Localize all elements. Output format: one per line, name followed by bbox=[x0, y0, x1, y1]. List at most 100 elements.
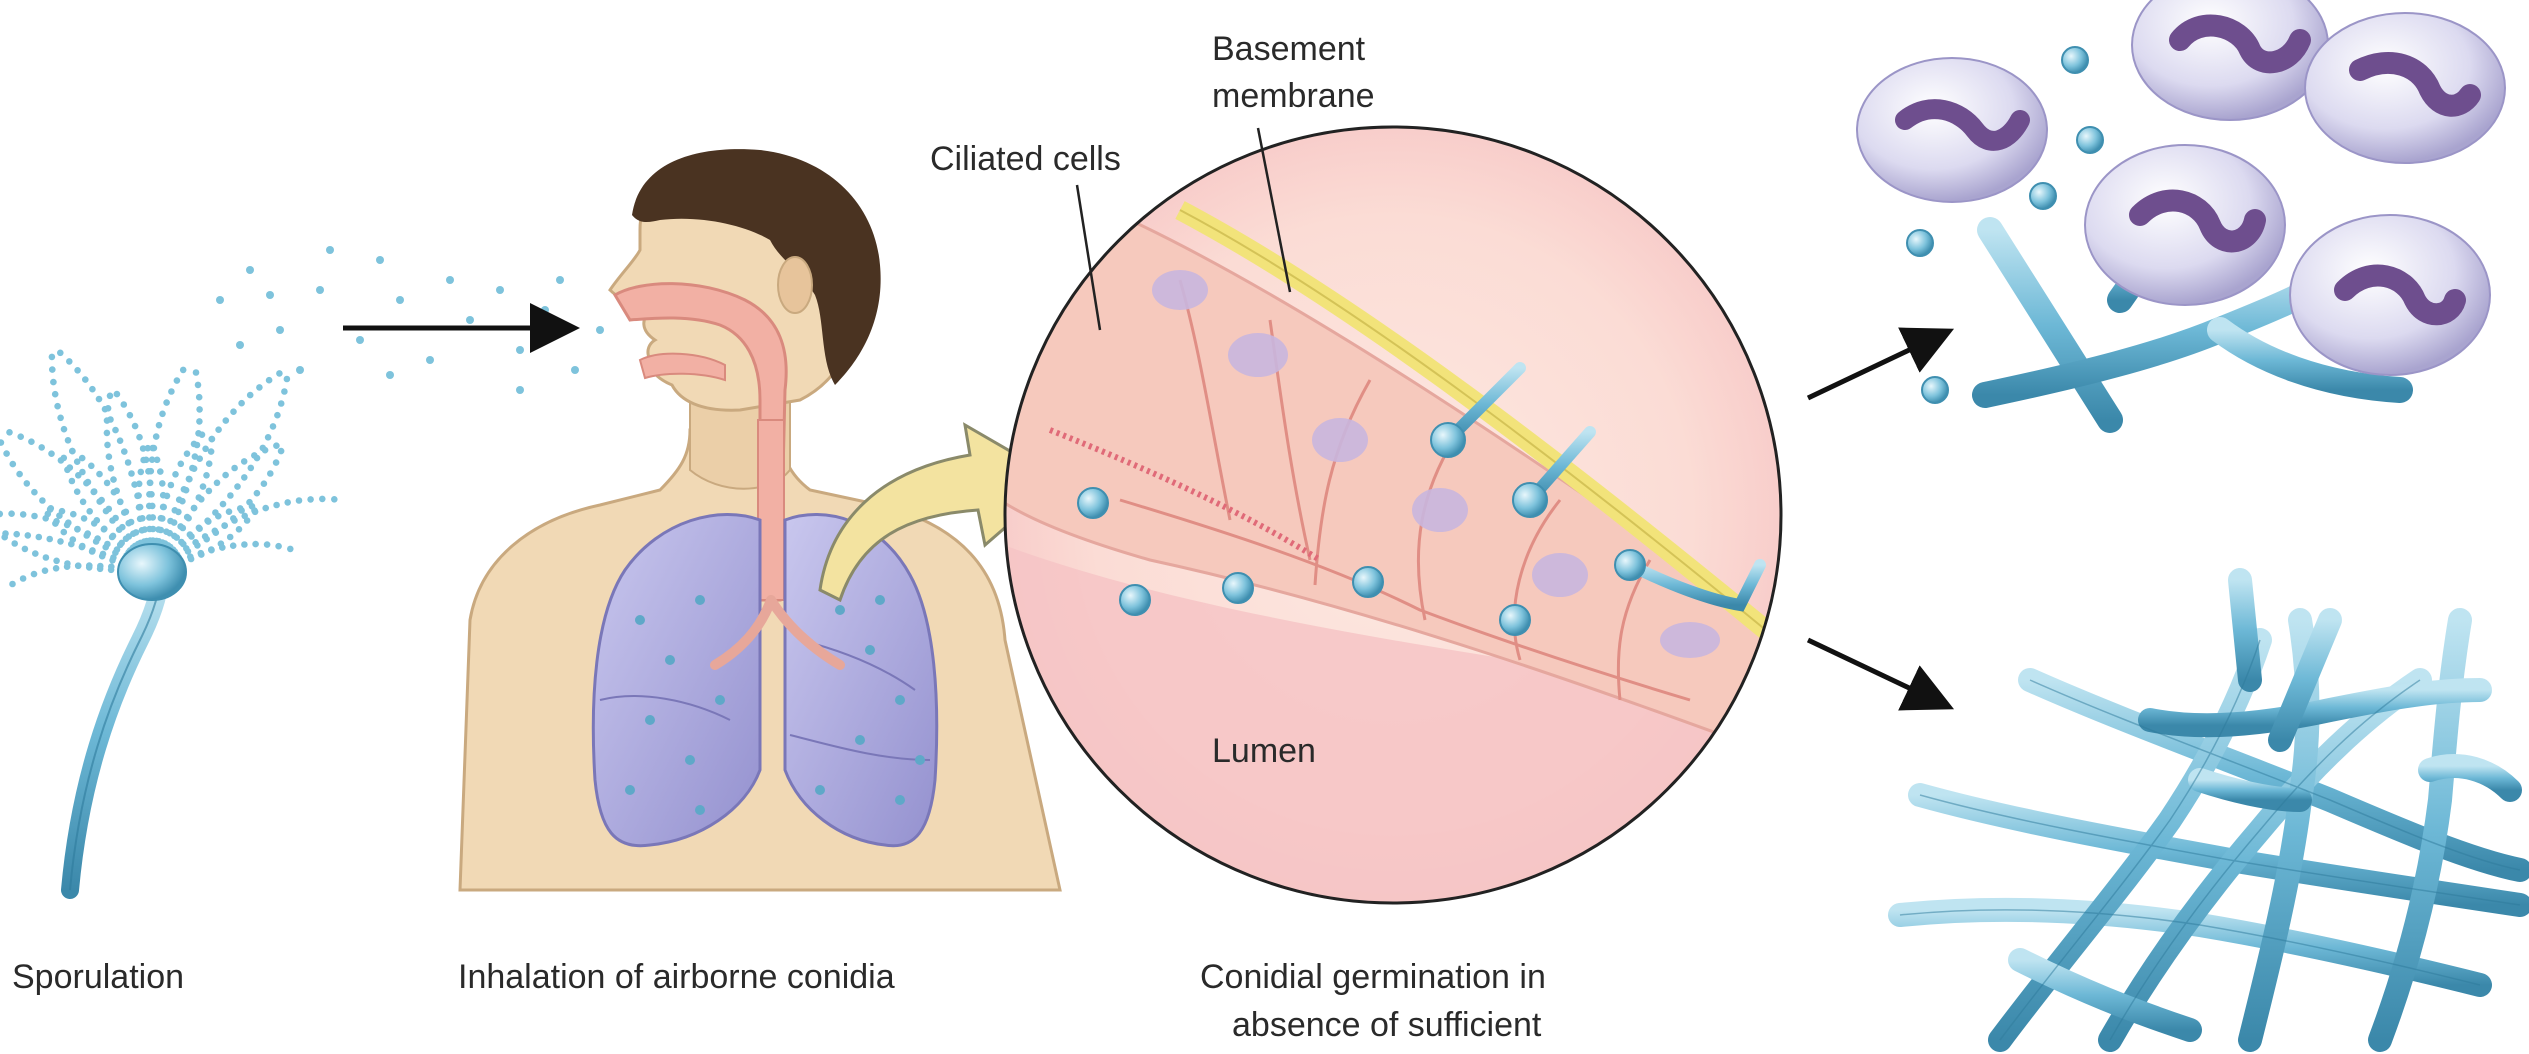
conidium-dot bbox=[104, 430, 111, 437]
conidium-dot bbox=[121, 401, 128, 408]
conidium-dot bbox=[107, 393, 114, 400]
conidium-dot bbox=[69, 478, 76, 485]
conidium-dot bbox=[56, 512, 63, 519]
conidium-dot bbox=[191, 441, 198, 448]
conidium-dot bbox=[276, 370, 283, 377]
conidium-dot bbox=[187, 531, 194, 538]
conidium-dot bbox=[222, 472, 229, 479]
conidium-dot bbox=[196, 455, 203, 462]
lung-conidium bbox=[685, 755, 695, 765]
conidium-dot bbox=[176, 496, 183, 503]
outcome-arrow-lower bbox=[1808, 640, 1945, 705]
conidium-dot bbox=[136, 481, 143, 488]
conidium-dot bbox=[270, 423, 277, 430]
conidium-dot bbox=[121, 509, 128, 516]
conidium-dot bbox=[149, 456, 156, 463]
conidium-dot bbox=[102, 544, 109, 551]
conidium-dot bbox=[57, 538, 64, 545]
conidium-dot bbox=[31, 513, 38, 520]
conidium-dot bbox=[214, 480, 221, 487]
conidium-dot bbox=[273, 459, 280, 466]
conidium-dot bbox=[1, 534, 8, 541]
conidium-dot bbox=[66, 358, 73, 365]
conidium-dot bbox=[101, 526, 108, 533]
conidium-dot bbox=[196, 394, 203, 401]
conidium-dot bbox=[193, 369, 200, 376]
conidium-dot bbox=[46, 536, 53, 543]
conidium-dot bbox=[53, 565, 60, 572]
lumen-label: Lumen bbox=[1212, 732, 1316, 770]
conidium-dot bbox=[331, 496, 338, 503]
conidium-dot bbox=[147, 480, 154, 487]
conidium-dot bbox=[275, 543, 282, 550]
conidium-dot bbox=[208, 547, 215, 554]
conidium-dot bbox=[90, 489, 97, 496]
conidium-dot bbox=[273, 442, 280, 449]
lung-conidium bbox=[855, 735, 865, 745]
conidium-dot bbox=[49, 366, 56, 373]
conidium-dot bbox=[146, 491, 153, 498]
conidium-dot bbox=[319, 496, 326, 503]
conidium-dot bbox=[74, 526, 81, 533]
conidium-dot bbox=[261, 480, 268, 487]
conidium-dot bbox=[74, 367, 81, 374]
conidium-dot bbox=[251, 452, 258, 459]
conidium-dot bbox=[86, 564, 93, 571]
conidium-dot bbox=[11, 540, 18, 547]
conidium-dot bbox=[220, 501, 227, 508]
conidium-dot bbox=[248, 465, 255, 472]
lung-conidium bbox=[865, 645, 875, 655]
conidium-dot bbox=[24, 480, 31, 487]
conidium-dot bbox=[74, 458, 81, 465]
conidium-dot bbox=[104, 417, 111, 424]
airborne-conidium bbox=[396, 296, 404, 304]
conidium-dot bbox=[127, 412, 134, 419]
conidium-dot bbox=[61, 426, 68, 433]
conidium-dot bbox=[42, 567, 49, 574]
conidium-dot bbox=[151, 445, 158, 452]
conidium-dot bbox=[6, 429, 13, 436]
conidium-dot bbox=[45, 511, 52, 518]
conidium-dot bbox=[287, 546, 294, 553]
conidium-dot bbox=[200, 483, 207, 490]
conidium-dot bbox=[278, 448, 285, 455]
conidium-dot bbox=[65, 519, 72, 526]
conidium-dot bbox=[241, 474, 248, 481]
conidium-dot bbox=[140, 457, 147, 464]
conidium-dot bbox=[93, 538, 100, 545]
conidium-dot bbox=[3, 450, 10, 457]
lung-conidium bbox=[815, 785, 825, 795]
conidium-dot bbox=[50, 379, 57, 386]
conidium-dot bbox=[281, 388, 288, 395]
conidium-dot bbox=[49, 354, 56, 361]
conidium-dot bbox=[9, 581, 16, 588]
conidium-dot bbox=[17, 433, 24, 440]
conidium-dot bbox=[96, 396, 103, 403]
lung-conidium bbox=[835, 605, 845, 615]
conidium-dot bbox=[159, 480, 166, 487]
conidium-dot bbox=[191, 465, 198, 472]
conidium-dot bbox=[61, 529, 68, 536]
conidium-dot bbox=[174, 377, 181, 384]
conidium-dot bbox=[22, 546, 29, 553]
germination-caption-line1: Conidial germination in bbox=[1200, 955, 1546, 999]
conidium-dot bbox=[110, 476, 117, 483]
conidium-dot bbox=[203, 472, 210, 479]
conidium-dot bbox=[113, 488, 120, 495]
conidium-dot bbox=[196, 406, 203, 413]
conidium-dot bbox=[52, 391, 59, 398]
conidium-dot bbox=[160, 504, 167, 511]
conidium-dot bbox=[10, 461, 17, 468]
airborne-conidium bbox=[541, 306, 549, 314]
lung-conidium bbox=[875, 595, 885, 605]
conidium-dot bbox=[79, 469, 86, 476]
germination-caption-line2: absence of sufficient bbox=[1232, 1003, 1541, 1047]
conidium-dot bbox=[117, 499, 124, 506]
conidium-dot bbox=[135, 492, 142, 499]
conidium-dot bbox=[94, 517, 101, 524]
conidium-dot bbox=[192, 539, 199, 546]
conidium-dot bbox=[191, 505, 198, 512]
conidium-dot bbox=[284, 499, 291, 506]
conidium-dot bbox=[168, 388, 175, 395]
